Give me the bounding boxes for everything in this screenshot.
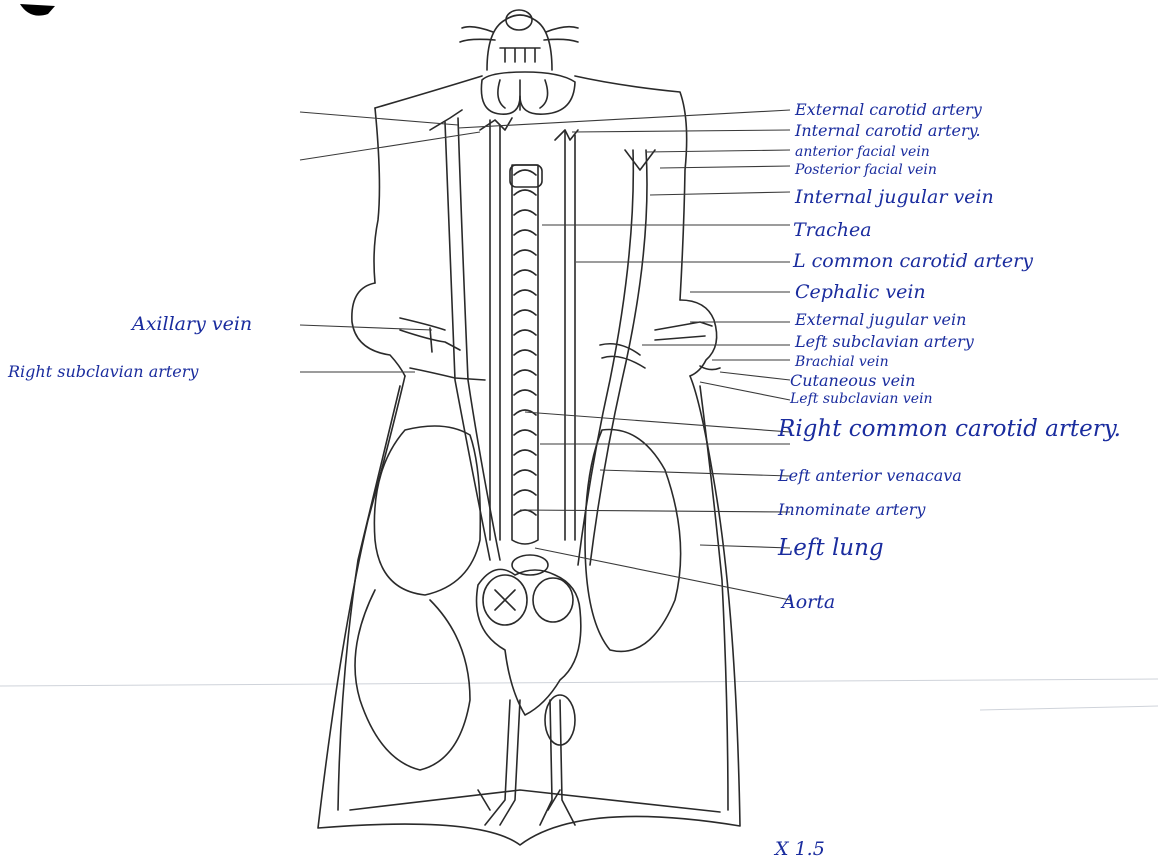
label-right-common-carotid-artery: Right common carotid artery. <box>777 416 1121 442</box>
label-aorta: Aorta <box>780 591 835 613</box>
heart <box>477 569 581 715</box>
label-cutaneous-vein: Cutaneous vein <box>790 371 915 390</box>
corner-stroke <box>20 4 55 16</box>
label-trachea: Trachea <box>793 219 872 241</box>
label-brachial-vein: Brachial vein <box>794 354 889 370</box>
label-internal-carotid-artery: Internal carotid artery. <box>794 121 981 140</box>
salivary-glands <box>481 72 575 114</box>
paper-ruling <box>0 679 1158 710</box>
label-axillary-vein: Axillary vein <box>130 313 252 335</box>
labels: External carotid artery Internal carotid… <box>7 100 1121 859</box>
label-internal-jugular-vein: Internal jugular vein <box>794 186 994 208</box>
left-jugular <box>578 150 647 565</box>
left-atrium <box>533 578 573 622</box>
label-left-anterior-venacava: Left anterior venacava <box>777 466 962 485</box>
left-carotid <box>565 130 575 540</box>
label-anterior-facial-vein: anterior facial vein <box>795 144 930 160</box>
label-external-jugular-vein: External jugular vein <box>794 310 966 329</box>
left-lung <box>585 430 681 652</box>
neck-flap-left <box>375 76 482 108</box>
label-left-lung: Left lung <box>777 535 884 561</box>
right-carotid <box>490 120 500 540</box>
label-left-subclavian-artery: Left subclavian artery <box>794 332 975 351</box>
right-lung-lower <box>355 590 470 770</box>
label-external-carotid-artery: External carotid artery <box>794 100 983 119</box>
right-jugular <box>445 118 500 560</box>
label-cephalic-vein: Cephalic vein <box>795 281 926 303</box>
rat-head <box>487 15 552 70</box>
aortic-arch <box>512 555 548 575</box>
trachea <box>512 165 538 544</box>
torso-outline <box>318 376 740 845</box>
rat-body-drawing <box>318 10 740 845</box>
label-left-subclavian-vein: Left subclavian vein <box>789 391 933 407</box>
label-right-subclavian-artery: Right subclavian artery <box>7 362 199 381</box>
rat-nose <box>506 10 532 30</box>
label-posterior-facial-vein: Posterior facial vein <box>794 162 937 178</box>
left-shoulder <box>352 283 405 376</box>
label-l-common-carotid-artery: L common carotid artery <box>792 250 1033 272</box>
label-magnification: X 1.5 <box>773 838 825 859</box>
right-lung <box>374 426 480 595</box>
label-innominate-artery: Innominate artery <box>777 500 926 519</box>
